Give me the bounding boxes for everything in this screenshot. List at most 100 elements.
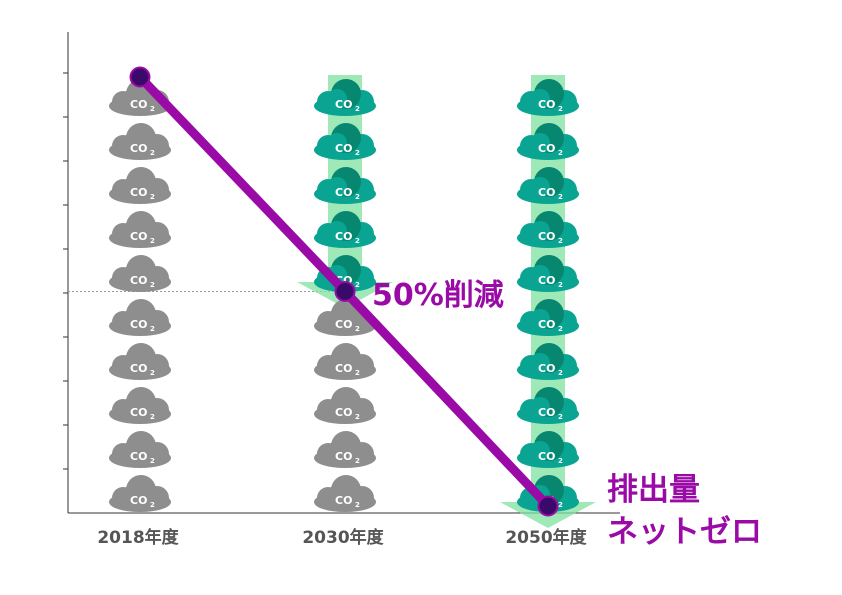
co2-subscript: 2 [355, 281, 360, 289]
cloud-puff [530, 309, 550, 329]
co2-subscript: 2 [558, 237, 563, 245]
cloud-puff [122, 309, 142, 329]
co2-subscript: 2 [558, 369, 563, 377]
co2-subscript: 2 [150, 149, 155, 157]
co2-subscript: 2 [150, 105, 155, 113]
co2-label: CO [335, 450, 352, 463]
co2-label: CO [130, 450, 147, 463]
cloud-puff [530, 133, 550, 153]
cloud-puff [122, 485, 142, 505]
cloud-puff [122, 89, 142, 109]
co2-label: CO [130, 274, 147, 287]
co2-subscript: 2 [150, 325, 155, 333]
cloud-puff [327, 133, 347, 153]
co2-label: CO [335, 142, 352, 155]
emission-point [334, 281, 356, 302]
annotation-net-zero: ネットゼロ [607, 514, 762, 550]
co2-label: CO [130, 186, 147, 199]
cloud-puff [530, 265, 550, 285]
cloud-puff [530, 397, 550, 417]
co2-label: CO [130, 494, 147, 507]
co2-subscript: 2 [558, 193, 563, 201]
cloud-puff [122, 221, 142, 241]
co2-label: CO [538, 142, 555, 155]
cloud-puff [122, 397, 142, 417]
co2-subscript: 2 [355, 325, 360, 333]
co2-label: CO [335, 98, 352, 111]
cloud-puff [122, 177, 142, 197]
cloud-puff [327, 221, 347, 241]
co2-label: CO [130, 230, 147, 243]
emission-point [129, 66, 151, 88]
co2-label: CO [538, 362, 555, 375]
co2-label: CO [130, 406, 147, 419]
co2-label: CO [130, 318, 147, 331]
co2-subscript: 2 [558, 281, 563, 289]
cloud-puff [122, 265, 142, 285]
cloud-puff [327, 397, 347, 417]
x-tick-label: 2030年度 [302, 527, 384, 548]
co2-label: CO [538, 98, 555, 111]
x-tick-label: 2018年度 [97, 527, 179, 548]
cloud-puff [122, 133, 142, 153]
co2-subscript: 2 [558, 325, 563, 333]
co2-label: CO [335, 230, 352, 243]
emission-series [129, 66, 559, 517]
cloud-puff [327, 309, 347, 329]
category-labels: 2018年度 2030年度 2050年度 [97, 527, 587, 548]
emission-point [537, 495, 559, 517]
co2-subscript: 2 [355, 193, 360, 201]
x-tick-label: 2050年度 [505, 527, 587, 548]
co2-subscript: 2 [355, 413, 360, 421]
co2-subscript: 2 [355, 369, 360, 377]
co2-subscript: 2 [150, 457, 155, 465]
co2-label: CO [538, 318, 555, 331]
co2-label: CO [130, 362, 147, 375]
cloud-puff [530, 353, 550, 373]
co2-label: CO [538, 186, 555, 199]
co2-subscript: 2 [150, 281, 155, 289]
co2-label: CO [335, 406, 352, 419]
cloud-puff [327, 177, 347, 197]
co2-subscript: 2 [150, 237, 155, 245]
annotation-emissions: 排出量 [607, 472, 700, 508]
co2-subscript: 2 [150, 413, 155, 421]
co2-subscript: 2 [558, 149, 563, 157]
cloud-puff [530, 89, 550, 109]
co2-subscript: 2 [355, 105, 360, 113]
co2-subscript: 2 [558, 457, 563, 465]
cloud-puff [327, 441, 347, 461]
co2-subscript: 2 [355, 501, 360, 509]
co2-label: CO [335, 362, 352, 375]
co2-subscript: 2 [355, 237, 360, 245]
co2-subscript: 2 [150, 369, 155, 377]
co2-subscript: 2 [150, 501, 155, 509]
co2-subscript: 2 [355, 457, 360, 465]
co2-label: CO [335, 186, 352, 199]
annotation-50pct: 50%削減 [372, 278, 504, 313]
